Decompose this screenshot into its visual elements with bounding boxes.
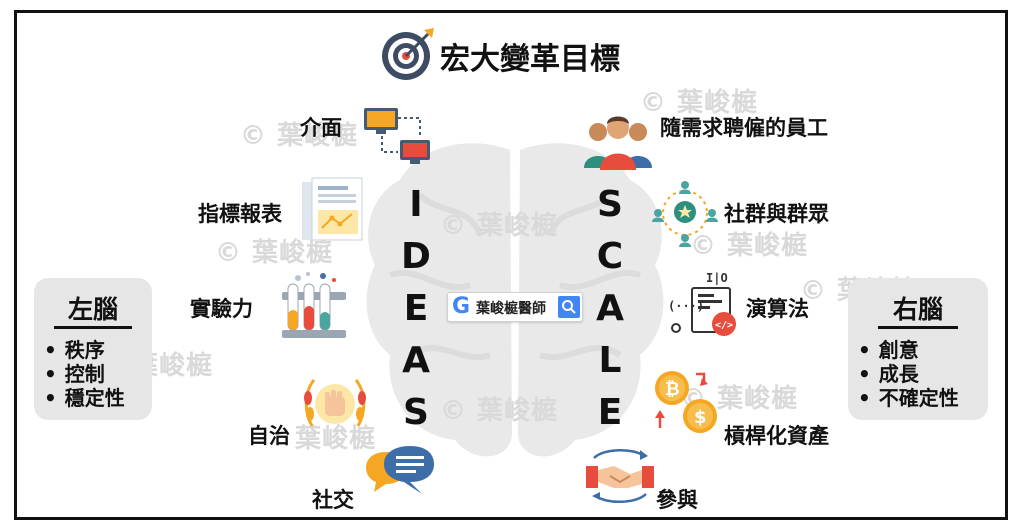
watermark: © 葉峻榳 bbox=[640, 88, 759, 118]
chat-icon bbox=[366, 446, 434, 494]
report-icon bbox=[302, 177, 363, 241]
svg-text:I|O: I|O bbox=[706, 271, 728, 285]
list-item: 控制 bbox=[44, 362, 125, 386]
assets-icon: ₿ $ bbox=[655, 371, 717, 433]
interface-icon bbox=[364, 108, 430, 164]
list-item: 不確定性 bbox=[858, 386, 959, 410]
item-lab-label: 實驗力 bbox=[190, 297, 253, 321]
watermark: © 葉峻榳 bbox=[215, 238, 334, 268]
scale-letter: A bbox=[596, 288, 624, 329]
left-brain-panel: 左腦 秩序 控制 穩定性 bbox=[34, 278, 152, 420]
right-panel-title: 右腦 bbox=[892, 295, 943, 324]
left-panel-underline bbox=[54, 326, 132, 329]
ideas-letter: I bbox=[409, 184, 423, 225]
svg-text:(···): (···) bbox=[668, 299, 704, 313]
ideas-letter: E bbox=[403, 288, 429, 329]
left-panel-title: 左腦 bbox=[67, 295, 118, 324]
scale-letter: E bbox=[597, 392, 623, 433]
brain-icon bbox=[366, 143, 664, 457]
ideas-letter: D bbox=[401, 236, 431, 277]
search-icon bbox=[562, 300, 576, 314]
community-icon bbox=[652, 181, 718, 247]
left-panel-list: 秩序 控制 穩定性 bbox=[44, 338, 125, 410]
item-autonomy-label: 自治 bbox=[248, 424, 290, 448]
right-panel-list: 創意 成長 不確定性 bbox=[858, 338, 959, 410]
search-button[interactable] bbox=[558, 296, 580, 318]
staff-icon bbox=[584, 116, 652, 170]
item-report-label: 指標報表 bbox=[198, 202, 282, 226]
search-bar[interactable]: G 葉峻榳醫師 bbox=[447, 292, 583, 322]
google-logo-icon: G bbox=[452, 294, 471, 319]
watermark: © 葉峻榳 bbox=[240, 121, 359, 151]
item-staff-label: 隨需求聘僱的員工 bbox=[660, 116, 828, 140]
scale-letter: S bbox=[597, 184, 623, 225]
lab-icon bbox=[282, 272, 346, 338]
watermark: © 葉峻榳 bbox=[440, 211, 559, 241]
algorithm-icon: I|O (···) </> bbox=[668, 271, 736, 336]
item-assets-label: 槓桿化資產 bbox=[724, 424, 829, 448]
page-title: 宏大變革目標 bbox=[440, 42, 620, 77]
scale-letter: C bbox=[596, 236, 624, 277]
list-item: 創意 bbox=[858, 338, 959, 362]
search-text: 葉峻榳醫師 bbox=[476, 301, 546, 317]
list-item: 穩定性 bbox=[44, 386, 125, 410]
watermark: © 葉峻榳 bbox=[440, 396, 559, 426]
scale-letter: L bbox=[598, 340, 622, 381]
item-social-label: 社交 bbox=[312, 488, 354, 512]
svg-text:</>: </> bbox=[715, 320, 733, 331]
watermark: © 葉峻榳 bbox=[690, 231, 809, 261]
watermark: 葉峻榳 bbox=[295, 424, 377, 454]
handshake-icon bbox=[586, 449, 654, 503]
item-algorithm-label: 演算法 bbox=[746, 297, 809, 321]
right-brain-panel: 右腦 創意 成長 不確定性 bbox=[848, 278, 988, 420]
svg-text:₿: ₿ bbox=[665, 379, 680, 400]
item-participation-label: 參與 bbox=[656, 488, 698, 512]
list-item: 成長 bbox=[858, 362, 959, 386]
ideas-letter: S bbox=[403, 392, 429, 433]
svg-text:$: $ bbox=[694, 407, 707, 428]
autonomy-icon bbox=[304, 379, 366, 427]
right-panel-underline bbox=[878, 326, 958, 329]
target-icon bbox=[382, 28, 434, 80]
item-interface-label: 介面 bbox=[300, 116, 342, 140]
list-item: 秩序 bbox=[44, 338, 125, 362]
ideas-letter: A bbox=[402, 340, 430, 381]
item-community-label: 社群與群眾 bbox=[724, 202, 829, 226]
